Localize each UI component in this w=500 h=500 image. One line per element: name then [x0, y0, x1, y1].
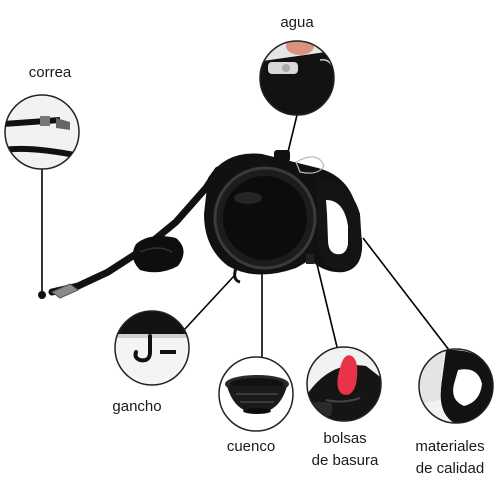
leash-icon: [5, 117, 61, 127]
waste-bag-icon: [337, 355, 358, 395]
callout-line-materials: [362, 237, 450, 351]
leash-loop: [132, 236, 184, 273]
bowl-icon: [225, 375, 289, 414]
leash-strap: [48, 166, 222, 296]
label-bowl: cuenco: [226, 438, 276, 455]
bag-hook: [233, 267, 241, 284]
label-leash: correa: [28, 64, 72, 81]
callout-lines: [41, 114, 450, 358]
product-leash-dispenser: [48, 150, 363, 299]
detail-circle-bags: [306, 346, 382, 422]
detail-circle-hook: [114, 310, 190, 386]
callout-line-water: [287, 114, 298, 153]
label-bags-line1: bolsas: [323, 430, 367, 447]
detail-circle-leash: [4, 94, 80, 170]
callout-line-bags: [315, 259, 338, 348]
label-materials-line2: de calidad: [415, 460, 485, 477]
leash-clip: [51, 283, 79, 299]
hook-icon: [133, 334, 152, 363]
leash-clip-dot: [38, 291, 46, 299]
top-button: [274, 150, 290, 162]
label-materials-line1: materiales: [415, 438, 485, 455]
detail-circle-water: [259, 40, 335, 116]
label-hook: gancho: [112, 398, 162, 415]
label-water: agua: [280, 14, 314, 31]
detail-circle-materials: [418, 348, 494, 424]
detail-circle-bowl: [218, 356, 294, 432]
callout-line-hook: [183, 275, 235, 331]
label-bags-line2: de basura: [311, 452, 379, 469]
